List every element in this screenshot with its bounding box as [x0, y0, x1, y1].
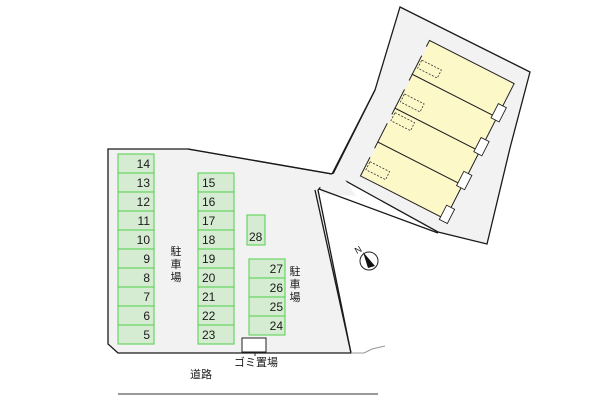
apartment-building	[359, 39, 515, 225]
parking-label-right: 車	[290, 277, 301, 291]
parking-space[interactable]	[246, 214, 266, 246]
space-number: 19	[202, 252, 216, 266]
parking-label-left: 場	[171, 271, 182, 284]
space-number: 17	[202, 214, 216, 228]
parking-label-left: 駐	[171, 244, 182, 258]
space-number: 14	[137, 157, 151, 171]
garbage-station	[241, 337, 267, 353]
space-number: 22	[202, 309, 216, 323]
parking-space[interactable]	[117, 324, 155, 345]
space-number: 5	[143, 328, 150, 342]
building-unit-4	[359, 141, 464, 220]
parking-space[interactable]	[248, 315, 286, 336]
meter-box	[455, 170, 473, 191]
north-label: N	[353, 244, 364, 256]
parking-column-c: 27 26 25 24	[248, 258, 286, 336]
meter-box	[438, 204, 456, 225]
garbage-label: ゴミ置場	[234, 355, 278, 369]
parking-column-b: 15 16 17 18 19 20 21 22 23	[197, 172, 235, 345]
meter-box	[490, 103, 507, 123]
space-number: 15	[202, 176, 216, 190]
space-number: 12	[137, 195, 151, 209]
space-number: 21	[202, 290, 216, 304]
space-number: 11	[138, 214, 151, 228]
space-number: 9	[143, 252, 150, 266]
space-number: 13	[137, 176, 151, 190]
space-number: 27	[270, 262, 284, 276]
space-number: 18	[202, 233, 216, 247]
space-number: 7	[143, 290, 150, 304]
parking-column-a: 14 13 12 11 10 9 8 7 6 5	[117, 153, 155, 345]
space-number: 23	[202, 328, 216, 342]
parking-label-left: 車	[171, 257, 182, 271]
parking-label-right: 駐	[290, 264, 301, 278]
space-number: 28	[249, 230, 263, 244]
space-number: 16	[202, 195, 216, 209]
space-number: 20	[202, 271, 216, 285]
meter-box	[473, 136, 490, 157]
space-number: 6	[143, 309, 150, 323]
space-number: 24	[270, 319, 284, 333]
space-number: 8	[143, 271, 150, 285]
parking-space[interactable]	[197, 324, 235, 345]
space-number: 26	[270, 281, 284, 295]
parking-label-right: 場	[290, 291, 301, 304]
north-arrow-icon: N	[353, 244, 379, 271]
space-number: 10	[137, 233, 151, 247]
road-label: 道路	[190, 367, 212, 381]
space-number: 25	[270, 300, 284, 314]
